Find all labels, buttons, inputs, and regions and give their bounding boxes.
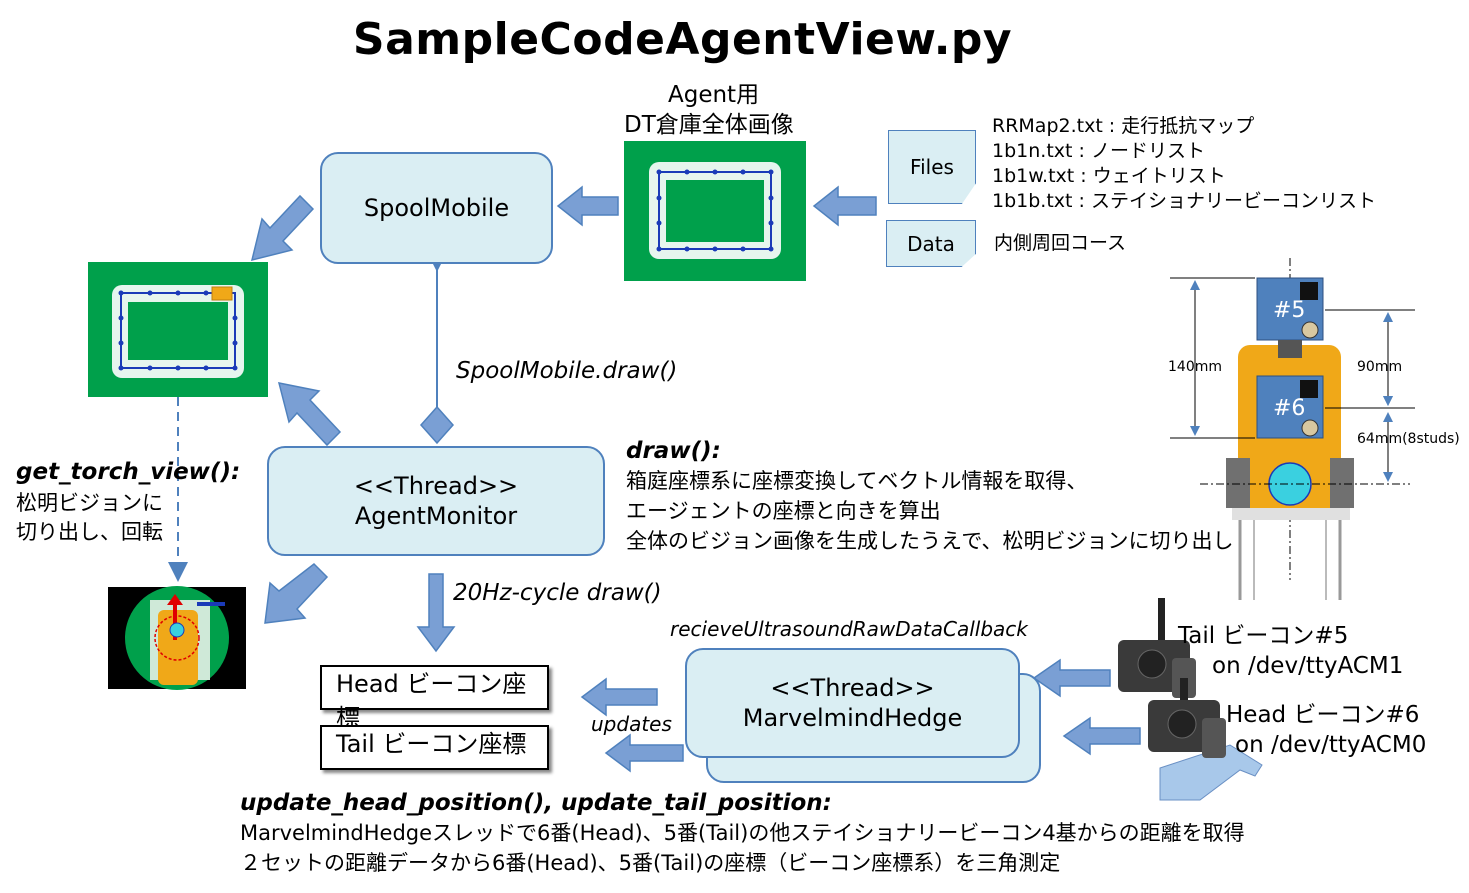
dim-lower-label: 64mm(8studs) xyxy=(1357,431,1460,447)
agent-map-image xyxy=(624,141,806,281)
head-coord-box: Head ビーコン座標 xyxy=(320,665,549,732)
update-line-1: MarvelmindHedgeスレッドで6番(Head)、5番(Tail)の他ス… xyxy=(240,821,1245,845)
dim-total-label: 140mm xyxy=(1168,359,1222,375)
draw-line-1: 箱庭座標系に座標変換してベクトル情報を取得、 xyxy=(626,469,1088,493)
agent-monitor-box: <<Thread>> AgentMonitor xyxy=(267,446,605,556)
data-document-icon: Data xyxy=(886,220,976,267)
hedge-stereotype: <<Thread>> xyxy=(770,674,935,702)
torch-line-1: 松明ビジョンに xyxy=(16,491,163,515)
draw-line-3: 全体のビジョン画像を生成したうえで、松明ビジョンに切り出し xyxy=(626,529,1234,553)
spool-draw-label: SpoolMobile.draw() xyxy=(456,358,678,384)
files-document-icon: Files xyxy=(888,130,976,204)
spool-mobile-box: SpoolMobile xyxy=(320,152,553,264)
head-beacon-label: Head ビーコン#6 xyxy=(1226,702,1420,728)
tail-coord-box: Tail ビーコン座標 xyxy=(320,725,549,770)
agent-image-caption-2: DT倉庫全体画像 xyxy=(624,112,794,138)
agent-monitor-label: AgentMonitor xyxy=(354,502,518,530)
beacon5-label: #5 xyxy=(1273,298,1306,323)
agent-monitor-stereotype: <<Thread>> xyxy=(353,472,519,500)
data-description: 内側周回コース xyxy=(994,232,1127,254)
torch-heading: get_torch_view(): xyxy=(16,459,241,485)
torch-view-image xyxy=(108,586,246,690)
updates-label: updates xyxy=(591,712,672,736)
agent-image-caption-1: Agent用 xyxy=(668,82,760,108)
spool-mobile-label: SpoolMobile xyxy=(363,194,510,222)
draw-line-2: エージェントの座標と向きを算出 xyxy=(626,499,941,523)
dim-upper-label: 90mm xyxy=(1357,359,1403,375)
update-line-2: ２セットの距離データから6番(Head)、5番(Tail)の座標（ビーコン座標系… xyxy=(240,851,1061,875)
monitor-map-image xyxy=(88,262,268,397)
torch-line-2: 切り出し、回転 xyxy=(16,520,163,544)
file-list: RRMap2.txt : 走行抵抗マップ 1b1n.txt : ノードリスト 1… xyxy=(992,114,1376,214)
file-line-1: RRMap2.txt : 走行抵抗マップ xyxy=(992,115,1255,137)
file-line-2: 1b1n.txt : ノードリスト xyxy=(992,140,1205,162)
head-beacon-port: on /dev/ttyACM0 xyxy=(1235,732,1427,758)
beacon-devices xyxy=(1118,598,1263,801)
beacon6-label: #6 xyxy=(1273,396,1306,421)
tail-beacon-port: on /dev/ttyACM1 xyxy=(1212,653,1404,679)
callback-label: recieveUltrasoundRawDataCallback xyxy=(670,617,1028,641)
robot-diagram xyxy=(1170,258,1415,600)
hedge-box: <<Thread>> MarvelmindHedge xyxy=(685,648,1020,758)
update-heading: update_head_position(), update_tail_posi… xyxy=(240,790,832,816)
draw-heading: draw(): xyxy=(626,438,721,464)
hedge-label: MarvelmindHedge xyxy=(742,704,963,732)
tail-beacon-label: Tail ビーコン#5 xyxy=(1178,623,1349,649)
file-line-4: 1b1b.txt : ステイショナリービーコンリスト xyxy=(992,190,1376,212)
cycle-label: 20Hz-cycle draw() xyxy=(453,580,662,606)
file-line-3: 1b1w.txt : ウェイトリスト xyxy=(992,165,1226,187)
page-title: SampleCodeAgentView.py xyxy=(352,14,1013,65)
